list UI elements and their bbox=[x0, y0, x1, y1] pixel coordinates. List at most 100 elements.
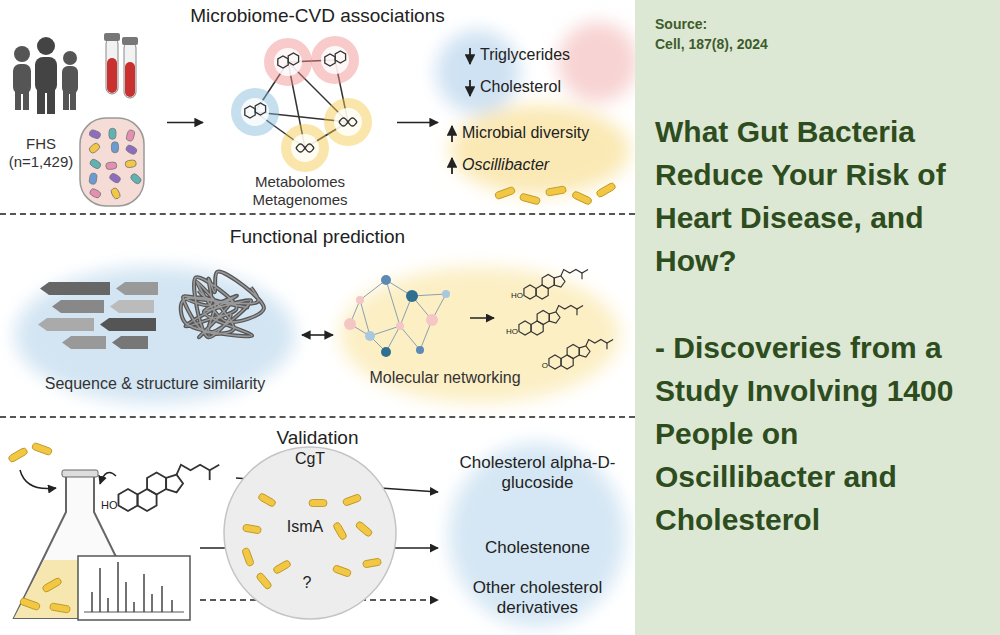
oscillibacter-cell bbox=[494, 182, 616, 205]
molecular-network bbox=[356, 296, 364, 304]
result-arrow bbox=[470, 317, 494, 319]
text-slot: Cholesterol bbox=[480, 77, 625, 96]
section-heading: Validation bbox=[0, 426, 635, 449]
sterol-structure bbox=[576, 309, 577, 315]
cohort-group: FHS (n=1,429) bbox=[5, 30, 165, 210]
flask-drawing bbox=[62, 470, 98, 477]
gene-arrow bbox=[52, 300, 104, 313]
flow-arrow bbox=[302, 334, 333, 336]
chromatogram bbox=[151, 594, 153, 612]
taxon-name: Oscillibacter bbox=[462, 155, 627, 174]
sterol-structure bbox=[519, 306, 583, 335]
gut-drawing bbox=[126, 129, 136, 142]
unknown-enzyme: ? bbox=[292, 573, 322, 592]
text-slot: Oscillibacter bbox=[462, 155, 627, 174]
gut-drawing bbox=[89, 173, 98, 185]
molecular-network bbox=[365, 331, 375, 341]
trend-arrow bbox=[452, 48, 470, 174]
gut-drawing bbox=[109, 172, 122, 184]
text-slot: Triglycerides bbox=[480, 45, 625, 64]
gut-drawing bbox=[89, 129, 102, 139]
omics-network-drawing bbox=[296, 144, 314, 152]
bacteria-cell bbox=[332, 565, 351, 578]
gene-arrow bbox=[116, 282, 158, 295]
bacteria-cell bbox=[8, 442, 71, 613]
text-slot: Microbiome-CVD associations bbox=[0, 4, 635, 27]
source-label: Source: bbox=[655, 16, 955, 33]
molecular-network bbox=[400, 326, 420, 350]
chromatogram bbox=[117, 562, 119, 612]
oscillibacter-cell bbox=[596, 182, 617, 198]
sterol-structure bbox=[524, 270, 588, 299]
prediction-blob: Molecular networking bbox=[335, 260, 625, 410]
prediction-blob: Sequence & structure similarity bbox=[10, 260, 300, 410]
text-slot: Functional prediction bbox=[0, 225, 635, 248]
trend-arrow bbox=[469, 80, 471, 96]
omics-network-drawing bbox=[231, 88, 279, 136]
protein-structure bbox=[181, 272, 264, 338]
gut-drawing bbox=[129, 173, 142, 186]
circle-outline bbox=[224, 447, 396, 619]
sterol-structure bbox=[586, 340, 613, 346]
omics-network-drawing bbox=[296, 144, 314, 152]
text-slot: ? bbox=[292, 573, 322, 592]
section-band: ValidationCgTIsmA?Cholesterol alpha-D-gl… bbox=[0, 418, 635, 635]
omics-network-drawing bbox=[324, 98, 372, 146]
molecular-network bbox=[381, 347, 391, 357]
sterol-structure bbox=[118, 489, 137, 511]
molecular-network bbox=[406, 290, 418, 302]
bacteria-cell bbox=[332, 521, 347, 540]
chromatogram bbox=[99, 568, 101, 612]
sterol-structure bbox=[118, 465, 219, 511]
gut-drawing bbox=[80, 118, 144, 206]
bacteria-cell bbox=[355, 521, 373, 538]
omics-network-drawing bbox=[274, 48, 302, 76]
gene-arrow bbox=[62, 336, 106, 349]
sterol-structure bbox=[549, 312, 560, 323]
sterol-structure bbox=[166, 475, 183, 493]
gene-arrow bbox=[38, 282, 158, 349]
sterol-structure bbox=[549, 340, 613, 369]
product-name: Cholesterol alpha-D-glucoside bbox=[450, 453, 625, 493]
omics-network-drawing bbox=[281, 124, 329, 172]
curved-arrow bbox=[20, 470, 56, 489]
product-name: Other cholesterol derivatives bbox=[450, 578, 625, 618]
sterol-structure bbox=[549, 355, 561, 369]
text-slot: Microbial diversity bbox=[462, 123, 627, 142]
blood-tube bbox=[125, 62, 135, 97]
flow-arrow bbox=[167, 122, 203, 124]
people-icon bbox=[70, 90, 76, 110]
sterol-structure bbox=[537, 311, 549, 325]
sterol-structure bbox=[524, 285, 536, 299]
omics-network-drawing bbox=[311, 36, 359, 84]
blood-tube bbox=[106, 38, 118, 94]
bacteria-cell bbox=[50, 603, 71, 613]
blood-tube bbox=[122, 37, 138, 45]
finding-text: Cholesterol bbox=[480, 77, 625, 96]
chromatogram bbox=[78, 556, 190, 620]
text-slot: Sequence & structure similarity bbox=[10, 374, 300, 393]
product-name: Cholestenone bbox=[450, 538, 625, 558]
product-blob: Cholesterol alpha-D-glucosideCholestenon… bbox=[445, 443, 630, 633]
gut-drawing bbox=[89, 188, 102, 199]
bacteria-cell bbox=[42, 577, 63, 593]
gut-drawing bbox=[109, 128, 116, 139]
soft-blob bbox=[449, 443, 625, 627]
bacteria-cell bbox=[342, 494, 361, 507]
gut-drawing bbox=[80, 118, 144, 206]
oscillibacter-cell bbox=[546, 186, 567, 196]
omics-network-drawing bbox=[334, 108, 362, 136]
molecular-network bbox=[396, 322, 404, 330]
blood-tube bbox=[104, 33, 138, 98]
enzyme-name: CgT bbox=[280, 449, 340, 468]
people-icon bbox=[13, 37, 78, 114]
omics-network-drawing bbox=[231, 36, 372, 172]
finding-text: Microbial diversity bbox=[462, 123, 627, 142]
people-icon bbox=[15, 88, 21, 110]
chromatogram bbox=[125, 582, 127, 612]
text-slot: Source: bbox=[655, 16, 955, 33]
curved-arrow bbox=[20, 470, 116, 489]
gene-arrow bbox=[38, 318, 94, 331]
oscillibacter-cell bbox=[494, 186, 515, 199]
